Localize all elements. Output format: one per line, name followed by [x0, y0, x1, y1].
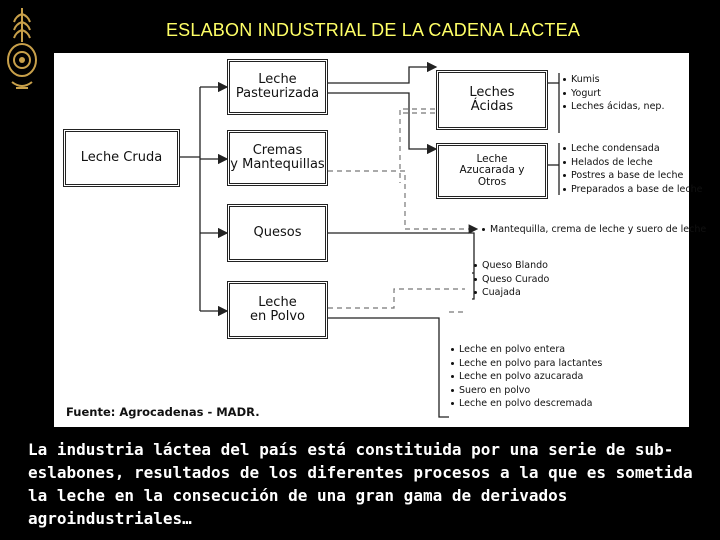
list-item: Helados de leche — [563, 156, 702, 170]
list-item: Leches ácidas, nep. — [563, 100, 664, 114]
list-item: Leche en polvo descremada — [451, 397, 602, 411]
body-paragraph: La industria láctea del país está consti… — [28, 440, 693, 528]
polvo-products-list: Leche en polvo entera Leche en polvo par… — [451, 343, 602, 411]
leche-pasteurizada-node: Leche Pasteurizada — [227, 59, 328, 115]
list-item: Leche condensada — [563, 142, 702, 156]
list-item: Leche en polvo para lactantes — [451, 357, 602, 371]
quesos-products-list: Queso Blando Queso Curado Cuajada — [474, 259, 549, 300]
source-note: Fuente: Agrocadenas - MADR. — [66, 405, 260, 419]
list-item: Postres a base de leche — [563, 169, 702, 183]
dashed-arrow-from-acidas — [399, 108, 435, 183]
list-item: Kumis — [563, 73, 664, 87]
leche-en-polvo-node: Leche en Polvo — [227, 281, 328, 339]
list-item: Leche en polvo entera — [451, 343, 602, 357]
slide-title: ESLABON INDUSTRIAL DE LA CADENA LACTEA — [165, 20, 581, 40]
acidas-products-list: Kumis Yogurt Leches ácidas, nep. — [563, 73, 664, 114]
quesos-node: Quesos — [227, 204, 328, 262]
azucarada-products-list: Leche condensada Helados de leche Postre… — [563, 142, 702, 196]
arrow-to-leches-acidas — [328, 61, 438, 84]
leche-azucarada-node: Leche Azucarada y Otros — [436, 143, 548, 199]
mantequilla-products-list: Mantequilla, crema de leche y suero de l… — [482, 223, 706, 237]
list-item: Mantequilla, crema de leche y suero de l… — [482, 223, 706, 237]
list-item: Yogurt — [563, 87, 664, 101]
list-item: Cuajada — [474, 286, 549, 300]
list-item: Preparados a base de leche — [563, 183, 702, 197]
list-item: Suero en polvo — [451, 384, 602, 398]
list-item: Queso Curado — [474, 273, 549, 287]
wheat-and-seal-logo-icon — [7, 8, 37, 89]
dashed-arrow-mantequilla — [328, 170, 479, 234]
leche-cruda-node: Leche Cruda — [63, 129, 180, 187]
arrow-to-leche-azucarada — [328, 92, 438, 155]
dashed-arrow-polvo — [328, 288, 465, 309]
cremas-mantequillas-node: Cremas y Mantequillas — [227, 130, 328, 186]
list-item: Leche en polvo azucarada — [451, 370, 602, 384]
list-item: Queso Blando — [474, 259, 549, 273]
diagram-panel: Leche Cruda Leche Pasteurizada Cremas y … — [54, 53, 706, 427]
leches-acidas-node: Leches Ácidas — [436, 70, 548, 130]
